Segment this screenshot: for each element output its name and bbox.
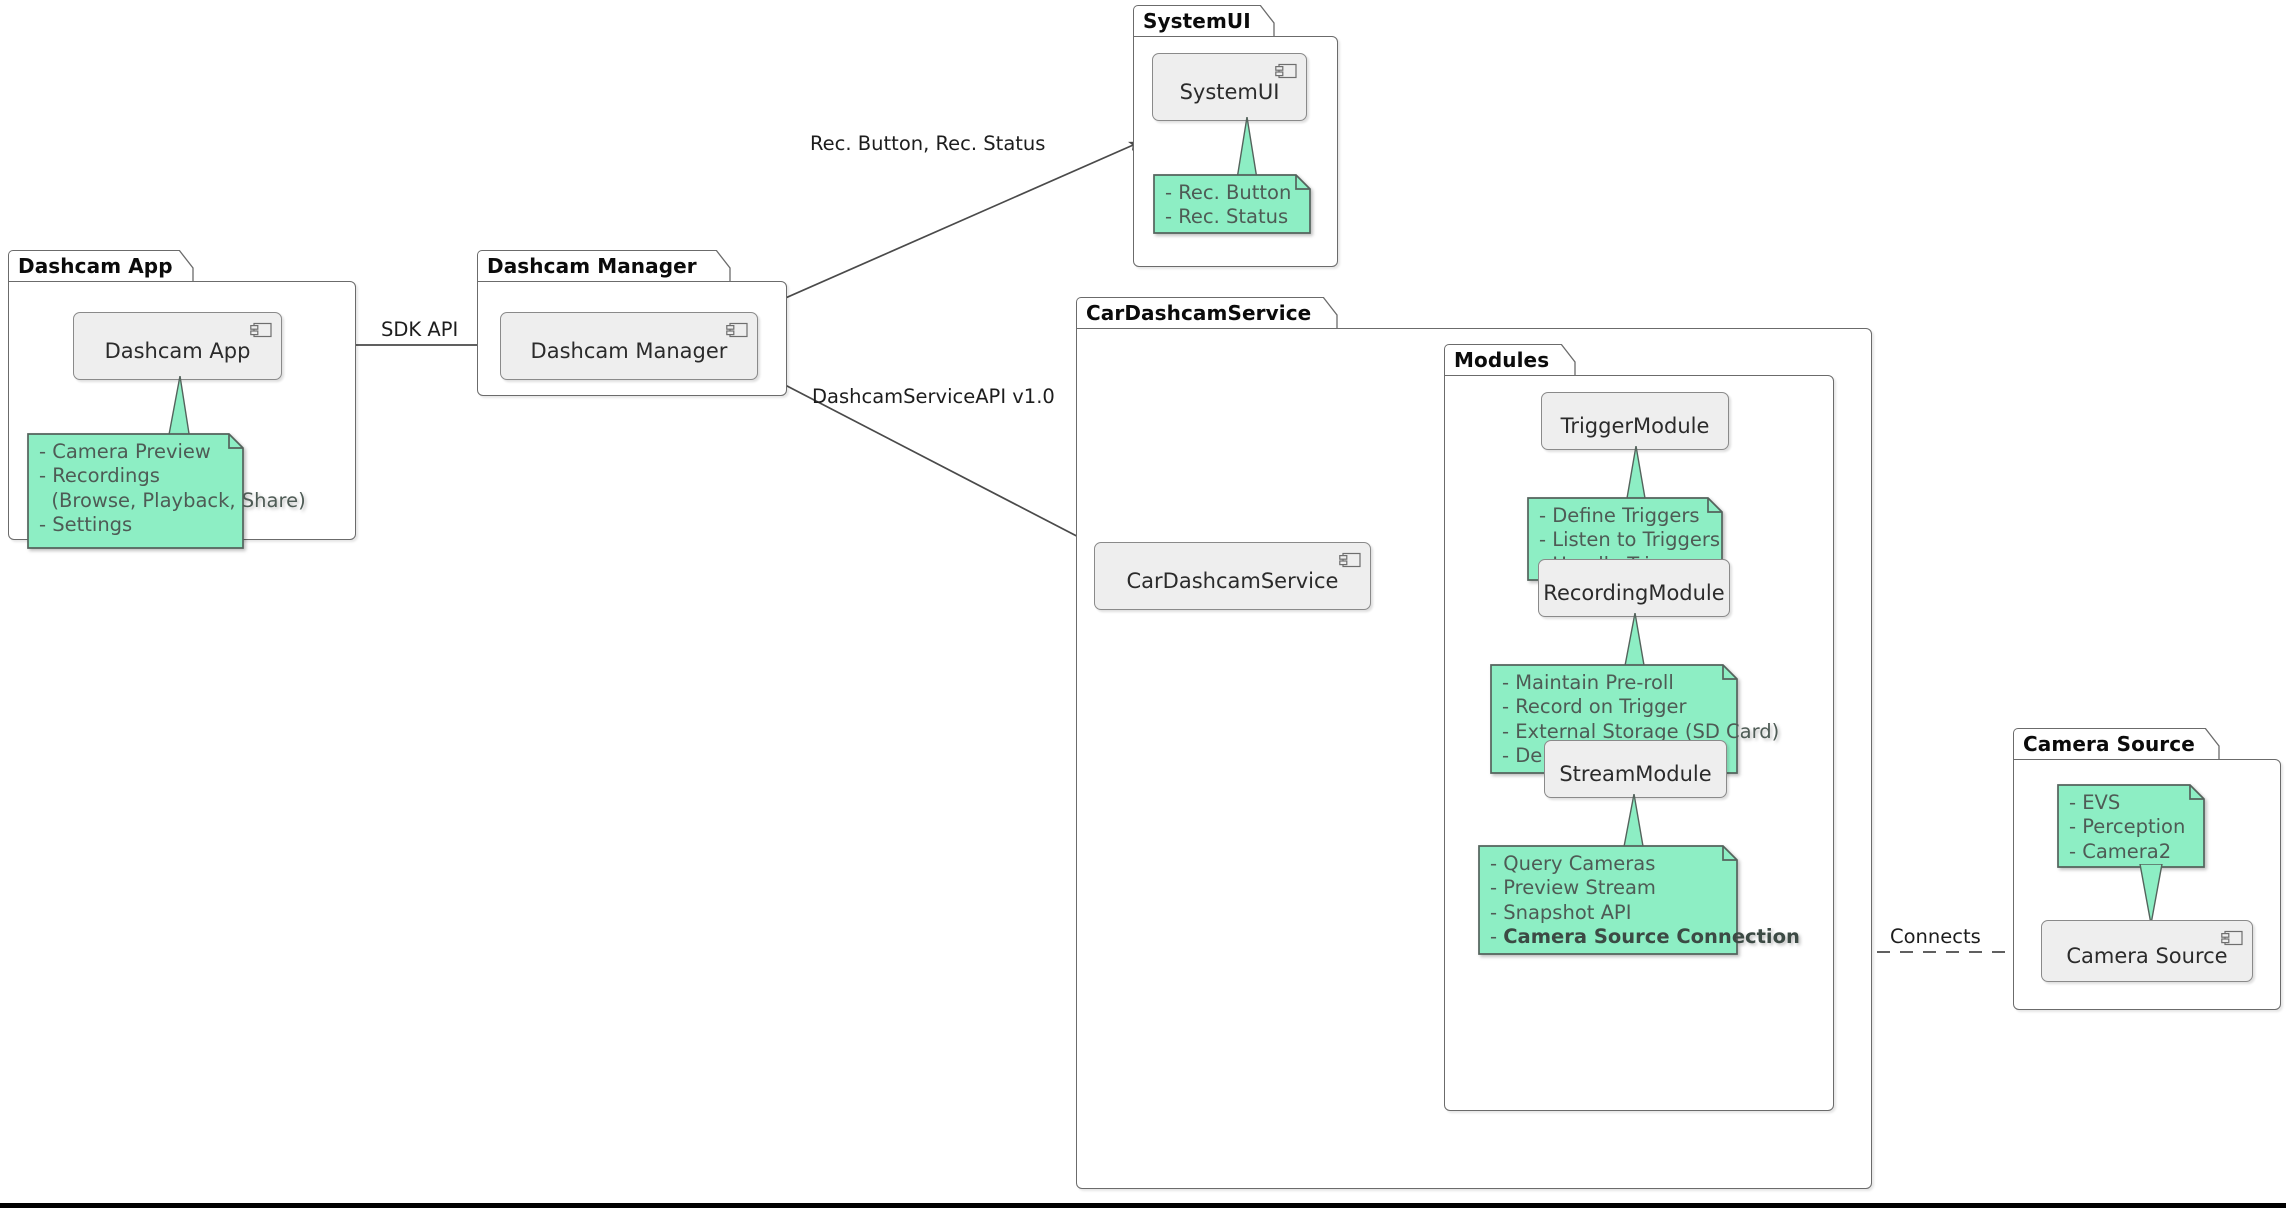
package-tab	[8, 250, 180, 282]
package-tab-notch	[1260, 5, 1280, 38]
package-tab-notch	[179, 250, 199, 283]
package-title: Dashcam App	[18, 254, 173, 278]
package-dashcam-manager: Dashcam Manager Dashcam Manager	[477, 250, 787, 396]
package-tab-notch	[716, 250, 736, 283]
package-dashcam-app: Dashcam App Dashcam App - Camera Preview…	[8, 250, 356, 549]
note-stem	[1622, 794, 1645, 852]
component-label: SystemUI	[1179, 79, 1280, 104]
package-title: CarDashcamService	[1086, 301, 1312, 325]
package-tab	[477, 250, 717, 282]
uml-component-icon	[726, 322, 748, 338]
edge-label-dashcam-service-api: DashcamServiceAPI v1.0	[812, 385, 1055, 408]
component-recording-module[interactable]: RecordingModule	[1538, 559, 1730, 617]
component-system-ui[interactable]: SystemUI	[1152, 53, 1307, 121]
package-camera-source: Camera Source - EVS- Perception- Camera2…	[2013, 728, 2281, 1010]
edge-label-connects: Connects	[1890, 925, 1981, 948]
package-tab	[1076, 297, 1324, 329]
component-dashcam-manager[interactable]: Dashcam Manager	[500, 312, 758, 380]
package-system-ui: SystemUI SystemUI - Rec. Button- Rec. St…	[1133, 5, 1338, 267]
note-dashcam-app: - Camera Preview- Recordings (Browse, Pl…	[26, 432, 306, 550]
component-stream-module[interactable]: StreamModule	[1544, 740, 1727, 798]
note-shape	[1478, 845, 1738, 955]
component-camera-source[interactable]: Camera Source	[2041, 920, 2253, 982]
uml-component-icon	[250, 322, 272, 338]
component-label: Dashcam App	[104, 338, 251, 363]
component-label: Dashcam Manager	[530, 338, 728, 363]
note-stem	[167, 376, 191, 440]
note-stem	[2139, 864, 2163, 924]
package-tab-notch	[2205, 728, 2225, 761]
component-trigger-module[interactable]: TriggerModule	[1541, 392, 1729, 450]
edge-label-rec-button-status: Rec. Button, Rec. Status	[810, 132, 1046, 155]
uml-component-icon	[1275, 63, 1297, 79]
component-dashcam-app[interactable]: Dashcam App	[73, 312, 282, 380]
package-tab-notch	[1323, 297, 1343, 330]
note-shape	[2057, 784, 2205, 868]
package-title: Modules	[1454, 348, 1550, 372]
bottom-bar	[0, 1203, 2286, 1208]
uml-component-icon	[2221, 930, 2243, 946]
edge-rec-button-status	[739, 141, 1141, 319]
package-car-dashcam-service: CarDashcamService CarDashcamService Modu…	[1076, 297, 1872, 1189]
note-stream-module: - Query Cameras- Preview Stream- Snapsho…	[1477, 844, 1800, 956]
note-stem	[1236, 117, 1258, 179]
component-label: StreamModule	[1559, 761, 1712, 786]
note-text: - Rec. Button- Rec. Status	[1165, 181, 1292, 229]
package-title: Dashcam Manager	[487, 254, 697, 278]
package-modules: Modules TriggerModule - Define Triggers-…	[1444, 344, 1834, 1111]
package-tab	[1444, 344, 1562, 376]
component-label: Camera Source	[2066, 943, 2228, 968]
component-label: CarDashcamService	[1126, 568, 1339, 593]
note-text: - EVS- Perception- Camera2	[2069, 791, 2186, 863]
note-stem	[1625, 446, 1647, 504]
note-camera-source: - EVS- Perception- Camera2	[2056, 783, 2206, 869]
package-tab-notch	[1561, 344, 1581, 377]
note-text: - Camera Preview- Recordings (Browse, Pl…	[39, 440, 306, 536]
note-text: - Query Cameras- Preview Stream- Snapsho…	[1490, 852, 1800, 948]
note-system-ui: - Rec. Button- Rec. Status	[1152, 173, 1312, 235]
component-label: RecordingModule	[1543, 580, 1725, 605]
uml-component-icon	[1339, 552, 1361, 568]
component-car-dashcam-service[interactable]: CarDashcamService	[1094, 542, 1371, 610]
note-stem	[1623, 613, 1646, 671]
edge-label-sdk-api: SDK API	[381, 318, 459, 341]
edge-dashcam-service-api	[759, 371, 1095, 546]
note-shape	[1153, 174, 1311, 234]
note-shape	[27, 433, 244, 549]
package-title: SystemUI	[1143, 9, 1251, 33]
package-title: Camera Source	[2023, 732, 2195, 756]
component-label: TriggerModule	[1560, 413, 1710, 438]
